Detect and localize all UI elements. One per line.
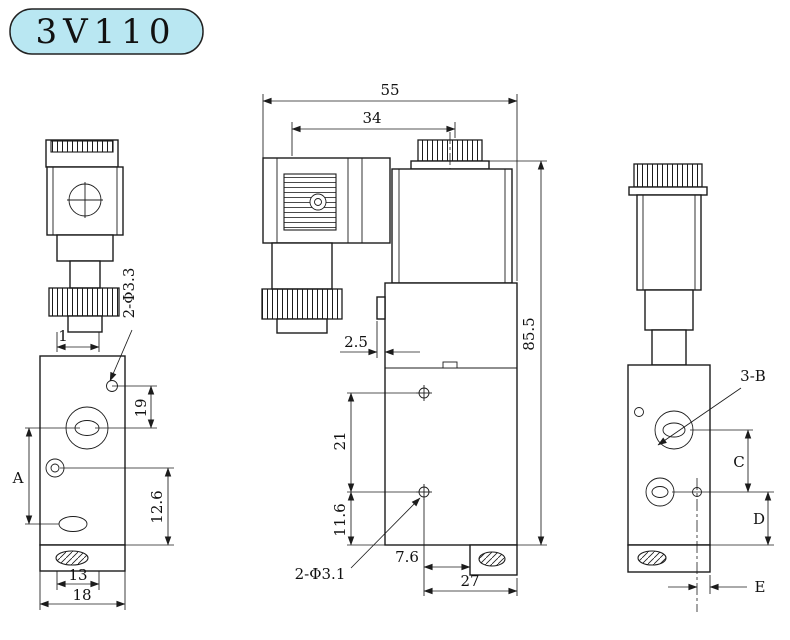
connector-screw-inner xyxy=(314,198,322,206)
dim-label-2-5: 2.5 xyxy=(344,333,368,351)
connector-screw xyxy=(309,193,327,211)
valve-body xyxy=(384,282,518,546)
stem xyxy=(651,329,687,366)
dim-label-2-phi-3-3: 2-Φ3.3 xyxy=(120,268,138,319)
connector-stem xyxy=(271,242,333,290)
page-title: 3V110 xyxy=(35,12,176,52)
leader-line xyxy=(109,329,133,382)
dim-label-34: 34 xyxy=(362,109,381,127)
port-b-inner xyxy=(662,422,686,438)
left-side-view: 1 2-Φ3.3 19 12.6 A 13 18 xyxy=(12,139,174,610)
coil-body xyxy=(636,194,702,291)
dim-label-11-6: 11.6 xyxy=(331,503,349,536)
dim-label-13: 13 xyxy=(68,566,87,584)
connector-lamination xyxy=(283,173,337,231)
dim-label-19: 19 xyxy=(132,398,150,417)
leader-line xyxy=(350,497,421,569)
title-badge-shape xyxy=(9,8,204,55)
dim-label-55: 55 xyxy=(380,81,399,99)
title-badge: 3V110 xyxy=(9,8,204,55)
cable-gland xyxy=(261,288,343,320)
front-view: 55 34 2.5 21 11.6 85.5 7.6 27 2-Φ3.1 xyxy=(261,81,547,596)
dim-label-d: D xyxy=(753,510,765,528)
armature-tube xyxy=(69,260,101,289)
coil-body xyxy=(391,168,513,284)
port-c-inner xyxy=(651,486,669,498)
flange-slot xyxy=(55,550,89,566)
dim-label-85-5: 85.5 xyxy=(520,317,538,350)
flange-slot xyxy=(478,551,506,567)
pilot-port-inner xyxy=(50,463,60,473)
dim-label-e: E xyxy=(755,578,766,596)
coil-cap-flange xyxy=(628,186,708,196)
dim-label-12-6: 12.6 xyxy=(148,490,166,523)
leader-line xyxy=(657,387,742,446)
mounting-hole xyxy=(634,407,644,417)
dim-label-27: 27 xyxy=(460,572,479,590)
right-side-view: 3-B C D E xyxy=(627,163,774,612)
coil-step xyxy=(56,234,114,262)
coil-step xyxy=(644,289,694,331)
dim-label-1: 1 xyxy=(58,327,68,345)
gland-tip xyxy=(276,318,328,334)
dim-label-c: C xyxy=(733,453,744,471)
dim-label-2-phi-3-1: 2-Φ3.1 xyxy=(295,565,346,583)
flange-slot xyxy=(637,550,667,566)
dim-label-a: A xyxy=(12,469,24,487)
dim-label-21: 21 xyxy=(331,431,349,450)
dim-label-3-b: 3-B xyxy=(740,367,766,385)
knurled-nut xyxy=(48,287,120,317)
coil-cap-ribs xyxy=(633,163,703,188)
body-slot xyxy=(442,361,458,369)
dim-label-7-6: 7.6 xyxy=(395,548,419,566)
dim-label-18: 18 xyxy=(72,586,91,604)
base-flange xyxy=(39,544,126,572)
valve-body xyxy=(627,364,711,546)
valve-body xyxy=(39,355,126,546)
terminal-cap-ribs xyxy=(50,140,114,153)
stem xyxy=(67,315,103,333)
override-tab xyxy=(376,296,386,320)
